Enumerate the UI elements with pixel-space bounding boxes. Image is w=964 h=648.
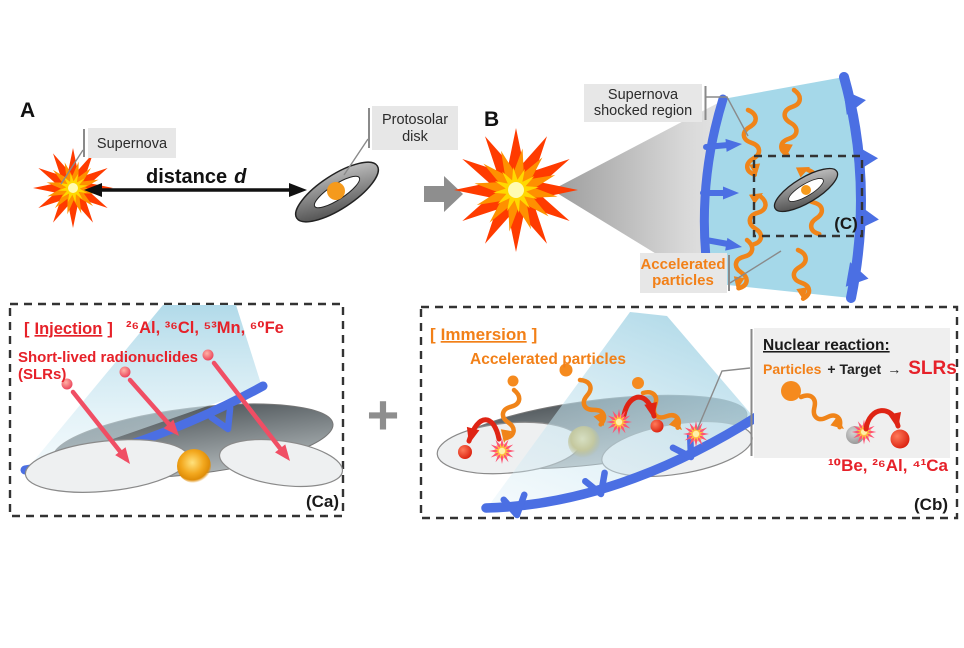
panel-ca-tag: (Ca) — [306, 492, 339, 511]
injection-title: [Injection] — [24, 320, 113, 338]
particle-dot — [559, 363, 573, 377]
slr-subtitle-line2: (SLRs) — [18, 366, 66, 383]
particles-label-leader — [729, 250, 782, 284]
reaction-leader-line — [696, 367, 751, 431]
shock-region-label-line1: Supernova — [608, 87, 679, 103]
supernova-starburst-a — [33, 148, 113, 228]
disk-leader-line — [343, 138, 369, 176]
panel-a-letter: A — [20, 99, 35, 122]
protostar-ca — [177, 449, 211, 483]
immersion-particles-label: Accelerated particles — [470, 351, 626, 368]
reaction-equation: Particles+ Target→SLRs — [763, 358, 957, 379]
panel-ca-border — [8, 302, 345, 518]
immersion-particles — [458, 363, 709, 465]
panel-b-letter: B — [484, 108, 499, 131]
panel-ca: [Injection] ²⁶Al, ³⁶Cl, ⁵³Mn, ⁶⁰Fe Short… — [8, 302, 345, 518]
panel-b: B — [424, 72, 880, 303]
plus-icon: + — [367, 383, 400, 446]
slr-dot — [202, 349, 214, 361]
blast-cone — [552, 103, 718, 285]
particle-dot — [507, 375, 519, 387]
reaction-title: Nuclear reaction: — [763, 337, 890, 354]
inset-c-box — [752, 154, 864, 238]
disk-lobe-left-ca — [24, 439, 190, 493]
reaction-particle-ball — [781, 381, 801, 401]
supernova-leader-line — [60, 149, 84, 185]
shock-label-leader — [705, 96, 749, 137]
panel-cb-border — [419, 305, 959, 520]
shocked-region-fill — [704, 77, 861, 298]
product-isotopes: ¹⁰Be, ²⁶Al, ⁴¹Ca — [828, 456, 949, 475]
slr-subtitle-line1: Short-lived radionuclides — [18, 349, 198, 366]
embedded-disk-b — [773, 167, 839, 213]
slr-product-dot — [458, 445, 472, 459]
reaction-product-ball — [890, 429, 910, 449]
protosolar-disk-label-line1: Protosolar — [382, 112, 448, 128]
protosolar-disk-label-line2: disk — [402, 129, 429, 145]
slr-dot — [61, 378, 73, 390]
panel-cb-tag: (Cb) — [914, 495, 948, 514]
shock-region-label-line2: shocked region — [594, 103, 692, 119]
inset-c-label: (C) — [834, 214, 858, 233]
shock-wedge-ca — [27, 305, 262, 469]
distance-arrowhead-left-icon — [84, 183, 102, 197]
disk-lobe-right-ca — [218, 438, 344, 488]
shock-wedge-cb — [487, 312, 757, 508]
injection-arrows — [61, 349, 296, 468]
slr-dot — [119, 366, 131, 378]
protostar-dot-b — [801, 185, 811, 195]
immersion-title: [Immersion] — [430, 325, 537, 344]
supernova-label: Supernova — [97, 136, 168, 152]
supernova-starburst-b — [454, 128, 578, 252]
accelerated-particles-label-box — [640, 253, 727, 293]
protosolar-disk-a — [294, 161, 380, 223]
accelerated-particles-label-line2: particles — [652, 272, 714, 289]
slr-product-dot — [650, 419, 664, 433]
accelerated-particles-label-line1: Accelerated — [640, 256, 725, 273]
distance-arrowhead-right-icon — [289, 183, 307, 197]
protostar-dot — [327, 182, 345, 200]
particle-dot — [632, 377, 644, 389]
shock-front-left-arrows — [700, 137, 744, 254]
protosolar-disk-label-box — [372, 106, 458, 150]
shock-region-label-box — [584, 84, 702, 122]
panel-cb: Nuclear reaction: Particles+ Target→SLRs… — [419, 305, 959, 520]
transition-arrow-icon — [424, 176, 463, 212]
supernova-label-box — [88, 128, 176, 158]
injection-isotopes: ²⁶Al, ³⁶Cl, ⁵³Mn, ⁶⁰Fe — [126, 319, 284, 337]
